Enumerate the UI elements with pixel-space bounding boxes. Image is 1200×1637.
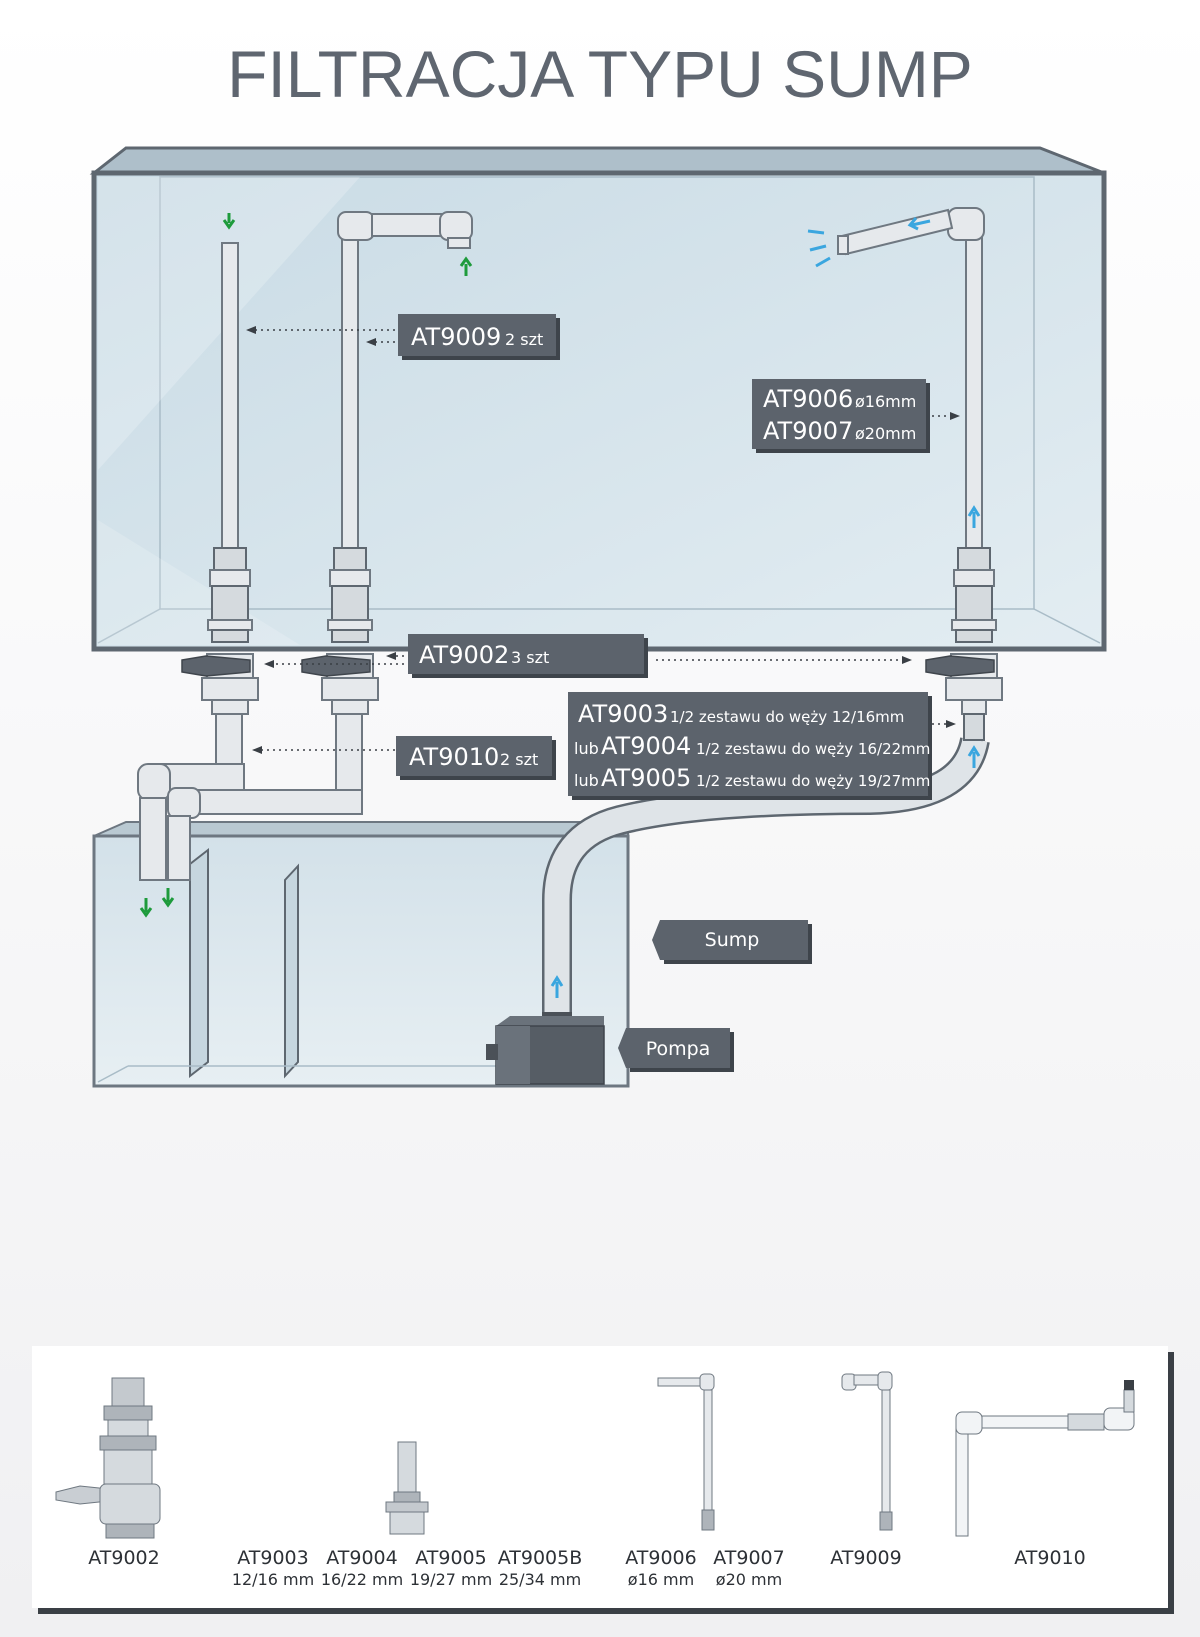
pump bbox=[486, 1010, 605, 1085]
return-pipe bbox=[837, 207, 1003, 741]
part-size-at9005: 19/27 mm bbox=[410, 1570, 492, 1589]
part-label-at9006: AT9006 bbox=[625, 1547, 696, 1569]
label-code: AT9002 bbox=[419, 641, 509, 669]
drain-plumbing bbox=[137, 713, 363, 881]
label-code: AT9006 bbox=[763, 385, 853, 413]
flow-arrows bbox=[139, 213, 981, 998]
label-hose-connectors: AT9003 1/2 zestawu do węży 12/16mm lub A… bbox=[568, 692, 932, 800]
label-note: 3 szt bbox=[511, 648, 549, 667]
label-note: 1/2 zestawu do węży 16/22mm bbox=[696, 740, 930, 758]
part-label-at9005b: AT9005B bbox=[498, 1547, 583, 1569]
label-code: AT9003 bbox=[578, 700, 668, 728]
part-size-at9005b: 25/34 mm bbox=[499, 1570, 581, 1589]
part-label-at9002: AT9002 bbox=[88, 1547, 159, 1569]
label-note: ø20mm bbox=[855, 424, 916, 443]
pointer-lines bbox=[246, 326, 960, 754]
drain-pipe-middle bbox=[301, 211, 473, 715]
part-size-at9007: ø20 mm bbox=[716, 1570, 782, 1589]
part-size-at9006: ø16 mm bbox=[628, 1570, 694, 1589]
label-sump: Sump bbox=[652, 920, 812, 964]
part-valve-icon bbox=[55, 1377, 161, 1539]
part-label-at9005: AT9005 bbox=[415, 1547, 486, 1569]
parts-panel: AT9002 AT9003 12/16 mm AT9004 16/22 mm A… bbox=[32, 1346, 1174, 1614]
label-code: AT9009 bbox=[411, 323, 501, 351]
part-hose-fitting-icon bbox=[385, 1441, 429, 1535]
label-prefix: lub bbox=[574, 771, 599, 790]
part-label-at9010: AT9010 bbox=[1014, 1547, 1085, 1569]
part-return-pipe-icon bbox=[657, 1373, 715, 1531]
label-at9006-at9007: AT9006 ø16mm AT9007 ø20mm bbox=[752, 379, 930, 453]
label-at9010: AT9010 2 szt bbox=[396, 736, 556, 780]
main-aquarium bbox=[89, 146, 1107, 652]
label-code: AT9007 bbox=[763, 417, 853, 445]
page-title: FILTRACJA TYPU SUMP bbox=[227, 37, 973, 111]
label-note: 1/2 zestawu do węży 12/16mm bbox=[670, 708, 904, 726]
label-note: 2 szt bbox=[500, 750, 538, 769]
part-label-at9009: AT9009 bbox=[830, 1547, 901, 1569]
label-pompa-text: Pompa bbox=[646, 1038, 711, 1060]
label-code: AT9005 bbox=[601, 764, 691, 792]
label-code: AT9010 bbox=[409, 743, 499, 771]
sump-tank bbox=[92, 821, 630, 1088]
label-pompa: Pompa bbox=[618, 1028, 734, 1072]
label-prefix: lub bbox=[574, 739, 599, 758]
drain-pipe-left bbox=[181, 242, 259, 715]
label-note: 2 szt bbox=[505, 330, 543, 349]
label-sump-text: Sump bbox=[705, 929, 760, 951]
part-drain-pipe-icon bbox=[841, 1371, 893, 1531]
label-note: 1/2 zestawu do węży 19/27mm bbox=[696, 772, 930, 790]
label-at9009: AT9009 2 szt bbox=[398, 314, 560, 360]
label-at9002: AT9002 3 szt bbox=[408, 634, 648, 678]
part-label-at9004: AT9004 bbox=[326, 1547, 397, 1569]
part-drain-plumbing-icon bbox=[955, 1380, 1135, 1537]
label-code: AT9004 bbox=[601, 732, 691, 760]
part-label-at9007: AT9007 bbox=[713, 1547, 784, 1569]
label-note: ø16mm bbox=[855, 392, 916, 411]
part-size-at9003: 12/16 mm bbox=[232, 1570, 314, 1589]
part-label-at9003: AT9003 bbox=[237, 1547, 308, 1569]
part-size-at9004: 16/22 mm bbox=[321, 1570, 403, 1589]
